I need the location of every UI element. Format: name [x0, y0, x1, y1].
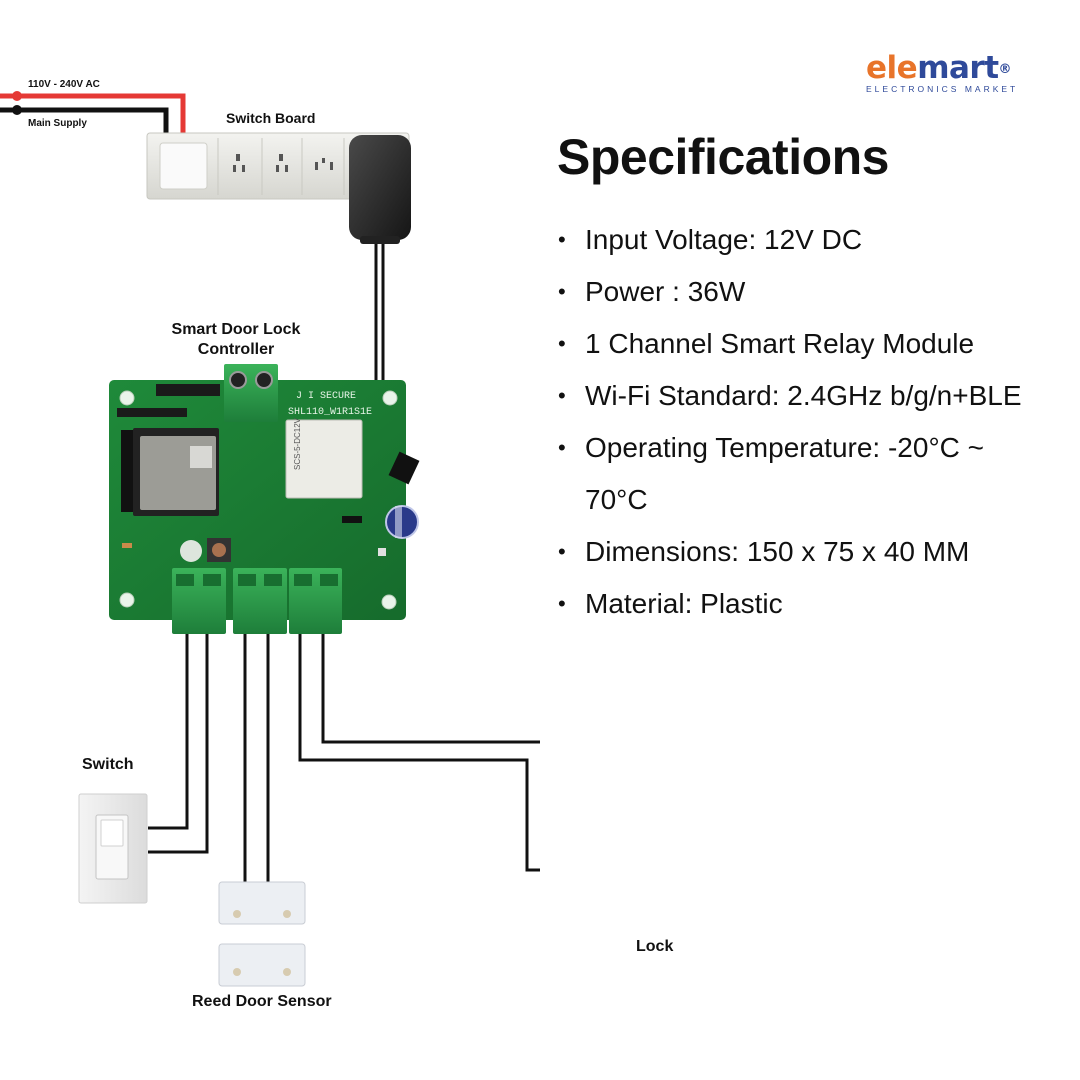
spec-item: • 1 Channel Smart Relay Module [558, 318, 1028, 370]
controller-board: SCS-5-DC12V J I SECURE SHL110_W1R1S1E [109, 364, 420, 634]
live-terminal-dot [12, 91, 22, 101]
spec-item: • Dimensions: 150 x 75 x 40 MM [558, 526, 1028, 578]
spec-item: • Operating Temperature: -20°C ~ 70°C [558, 422, 1028, 526]
wiring-diagram: SCS-5-DC12V J I SECURE SHL110_W1R1S1E [0, 91, 540, 987]
wall-switch [78, 793, 148, 904]
lock-label: Lock [636, 938, 674, 955]
board-text-2: SHL110_W1R1S1E [288, 407, 372, 418]
power-adapter [349, 135, 411, 396]
controller-label-line2: Controller [197, 341, 275, 358]
specifications-list: • Input Voltage: 12V DC • Power : 36W • 1 C… [558, 214, 1028, 630]
brand-wordmark: elemart® [866, 50, 1036, 86]
reed-sensor-label: Reed Door Sensor [192, 993, 332, 1010]
spec-item: • Power : 36W [558, 266, 1028, 318]
spec-item-text: Wi-Fi Standard: 2.4GHz b/g/n+BLE [585, 380, 1022, 411]
specifications-title: Specifications [557, 129, 890, 185]
bullet-icon: • [558, 383, 566, 408]
bullet-icon: • [558, 227, 566, 252]
bullet-icon: • [558, 591, 566, 616]
socket-holes [233, 154, 333, 172]
brand-tagline: ELECTRONICS MARKET [866, 84, 1019, 94]
power-terminal [224, 364, 278, 422]
mains-wires [0, 91, 186, 134]
registered-mark: ® [998, 62, 1012, 77]
spec-item: • Input Voltage: 12V DC [558, 214, 1028, 266]
bullet-icon: • [558, 279, 566, 304]
spec-item-text: 1 Channel Smart Relay Module [585, 328, 975, 359]
relay [285, 419, 363, 499]
neutral-terminal-dot [12, 105, 22, 115]
switch-board-label: Switch Board [226, 110, 316, 126]
spec-item-text: Dimensions: 150 x 75 x 40 MM [585, 536, 970, 567]
controller-label: Smart Door Lock Controller [150, 320, 322, 360]
brand-name-part1: ele [866, 50, 918, 86]
spec-item: • Wi-Fi Standard: 2.4GHz b/g/n+BLE [558, 370, 1028, 422]
reed-sensor [218, 881, 306, 987]
switch-board [146, 132, 410, 200]
board-text-1: J I SECURE [296, 391, 356, 402]
brand-logo: elemart® ELECTRONICS MARKET [866, 50, 1036, 94]
switch-label: Switch [82, 756, 134, 773]
bullet-icon: • [558, 539, 566, 564]
bullet-icon: • [558, 331, 566, 356]
spec-item-text: Power : 36W [585, 276, 746, 307]
main-supply-label: Main Supply [28, 118, 87, 129]
spec-item-text: Input Voltage: 12V DC [585, 224, 863, 255]
board-switch [159, 142, 208, 190]
spec-item: • Material: Plastic [558, 578, 1028, 630]
bullet-icon: • [558, 435, 566, 460]
output-terminals [172, 568, 342, 634]
relay-text: SCS-5-DC12V [293, 417, 302, 470]
spec-item-text: Material: Plastic [585, 588, 783, 619]
brand-name-part2: mart [917, 50, 999, 86]
output-wires [148, 634, 540, 882]
supply-voltage-label: 110V - 240V AC [28, 79, 100, 90]
controller-label-line1: Smart Door Lock [171, 321, 301, 338]
spec-item-text: Operating Temperature: -20°C ~ 70°C [585, 432, 984, 515]
